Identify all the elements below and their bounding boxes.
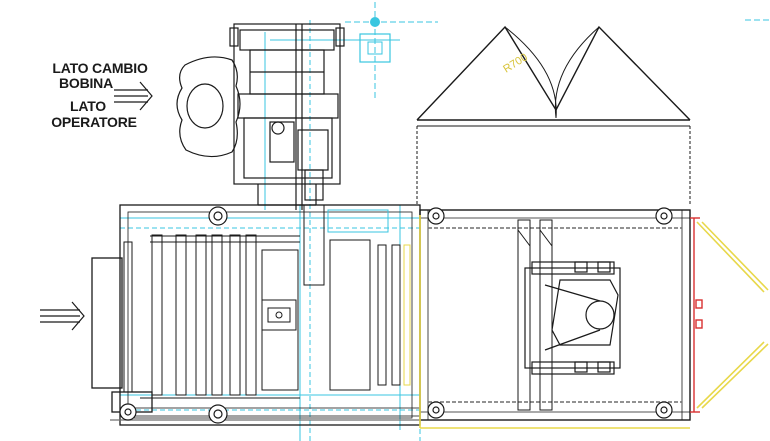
cart-wheels	[427, 207, 673, 419]
center-mechanism	[261, 204, 389, 331]
yellow-doors	[419, 215, 769, 429]
operator-label-line2: OPERATORE	[51, 114, 137, 130]
frame-wheels	[119, 206, 228, 424]
red-guard	[690, 217, 703, 413]
side-label-line1: LATO CAMBIO	[52, 60, 148, 76]
radius-label: R700	[501, 51, 530, 75]
upper-mechanism	[229, 23, 345, 210]
roof-section	[416, 25, 691, 205]
operator-silhouette	[176, 56, 241, 158]
top-center-marker	[359, 17, 391, 63]
side-label-line2: BOBINA	[58, 75, 114, 91]
cart-arms	[517, 219, 553, 411]
cyan-centerlines	[120, 2, 770, 441]
rollers	[123, 234, 411, 399]
arrow-icon	[114, 81, 153, 111]
operator-label-line1: LATO	[69, 98, 106, 114]
center-unit	[524, 261, 621, 375]
arrow-icon	[40, 301, 85, 331]
